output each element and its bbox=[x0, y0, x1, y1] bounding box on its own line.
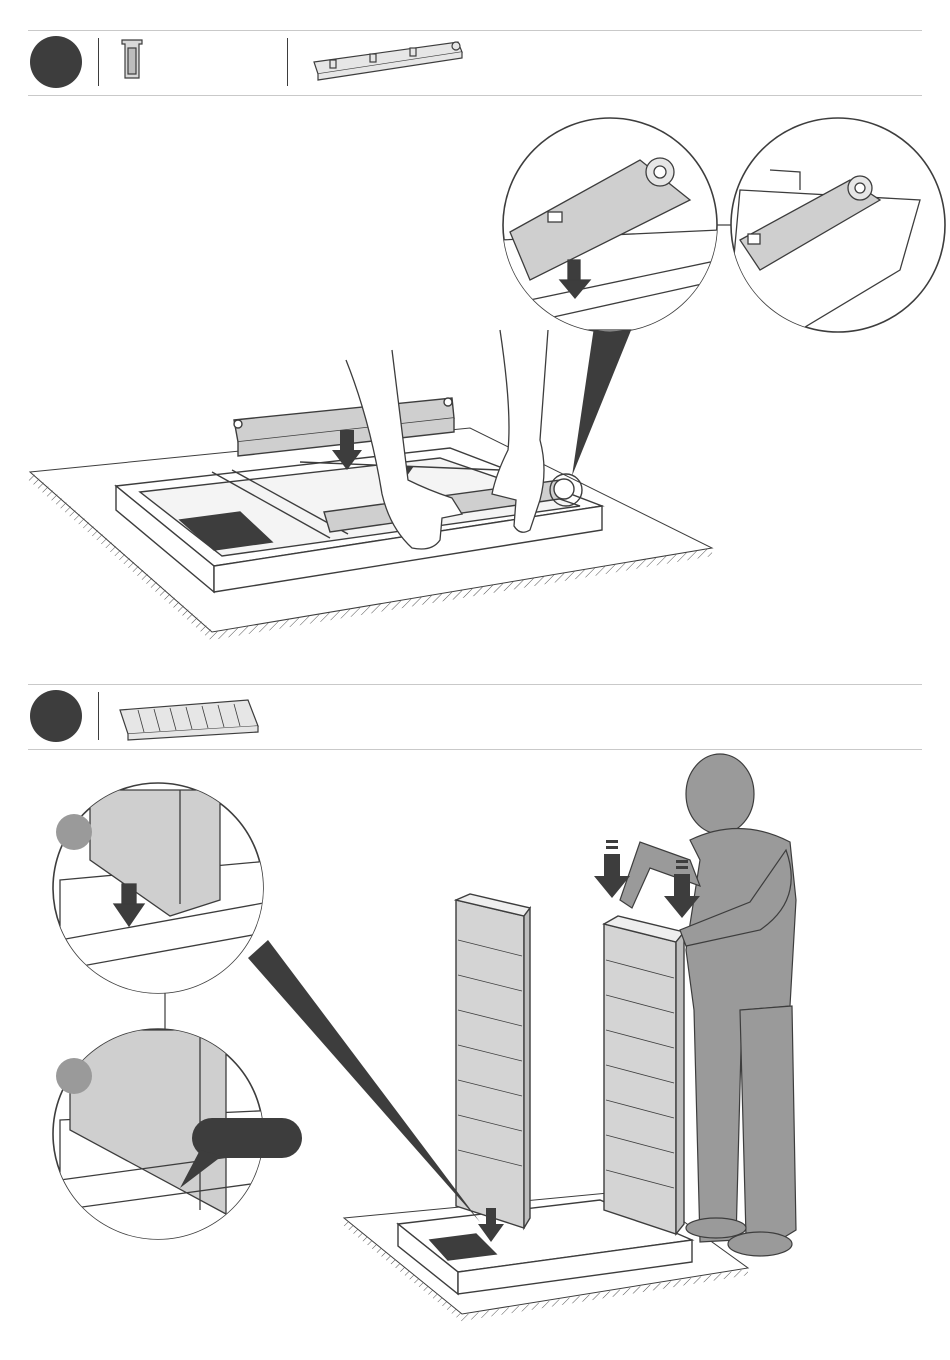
detail-zoom-c bbox=[53, 783, 280, 1000]
detail-zoom-a bbox=[500, 118, 720, 332]
side-bracket-part-icon bbox=[122, 40, 142, 78]
wall-panel-part-icon bbox=[120, 700, 258, 740]
wall-panel-right bbox=[604, 916, 684, 1234]
long-rail-part-icon bbox=[314, 42, 462, 80]
wall-panel-left bbox=[456, 894, 530, 1228]
detail-marker-b bbox=[56, 1058, 92, 1094]
detail-zoom-b bbox=[730, 118, 945, 332]
detail-pointer-step-2 bbox=[248, 940, 480, 1222]
detail-marker-a bbox=[56, 814, 92, 850]
